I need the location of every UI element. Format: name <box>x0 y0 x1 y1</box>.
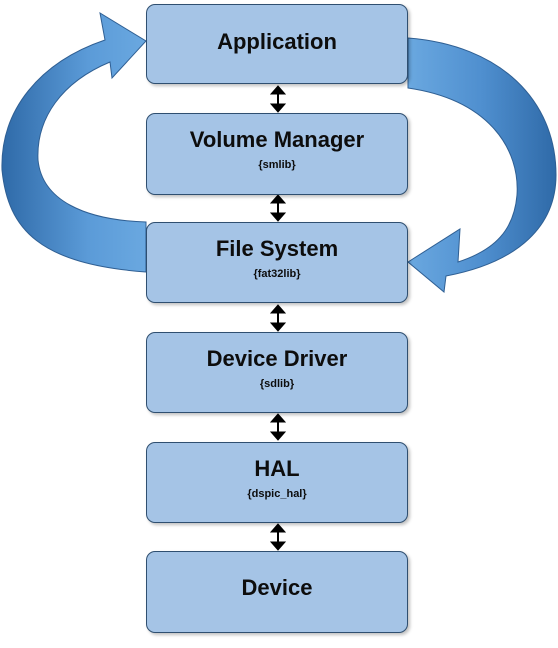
right-curved-arrow <box>407 37 557 293</box>
layer-box-volume-manager: Volume Manager {smlib} <box>146 113 408 195</box>
connector-arrow-3 <box>269 304 287 332</box>
connector-arrow-5 <box>269 523 287 551</box>
layer-subtitle-volume-manager: {smlib} <box>258 159 296 171</box>
layer-title-device: Device <box>241 575 313 600</box>
layer-title-device-driver: Device Driver <box>206 346 348 371</box>
layer-box-device-driver: Device Driver {sdlib} <box>146 332 408 413</box>
left-curved-arrow <box>1 11 147 273</box>
layer-box-application: Application <box>146 4 408 84</box>
layer-title-volume-manager: Volume Manager <box>189 127 365 152</box>
layer-title-application: Application <box>217 29 337 54</box>
connector-arrow-2 <box>269 194 287 222</box>
layer-title-file-system: File System <box>215 236 339 261</box>
connector-arrow-4 <box>269 413 287 441</box>
layer-subtitle-device-driver: {sdlib} <box>259 378 295 390</box>
layer-box-file-system: File System {fat32lib} <box>146 222 408 303</box>
layer-title-hal: HAL <box>254 456 300 481</box>
connector-arrow-1 <box>269 85 287 113</box>
layer-subtitle-file-system: {fat32lib} <box>253 268 301 280</box>
layer-box-hal: HAL {dspic_hal} <box>146 442 408 523</box>
layer-subtitle-hal: {dspic_hal} <box>247 488 307 500</box>
layer-box-device: Device <box>146 551 408 633</box>
